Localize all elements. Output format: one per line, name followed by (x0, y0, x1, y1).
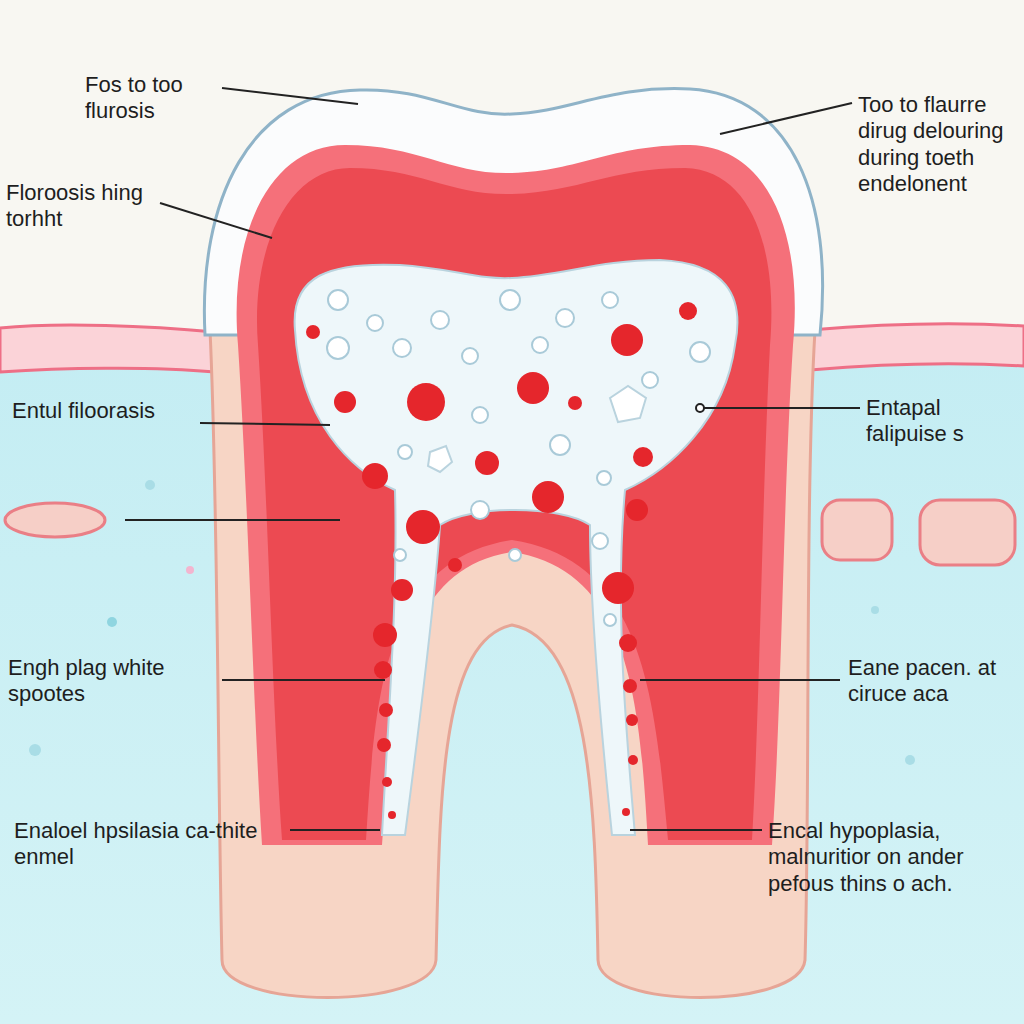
part-label: Too to flaurre dirug delouring during to… (858, 92, 1018, 198)
part-label: Engh plag white spootes (8, 655, 218, 708)
part-label: Enaloel hpsilasia ca-thite enmel (14, 818, 284, 871)
part-label: Floroosis hing torhht (6, 180, 156, 233)
part-label: Eane pacen. at ciruce aca (848, 655, 1018, 708)
part-label: Encal hypoplasia, malnuritior on ander p… (768, 818, 1018, 897)
part-label: Entul filoorasis (12, 398, 162, 424)
part-label: Fos to too flurosis (85, 72, 245, 125)
part-label: Entapal falipuise s (866, 395, 1016, 448)
